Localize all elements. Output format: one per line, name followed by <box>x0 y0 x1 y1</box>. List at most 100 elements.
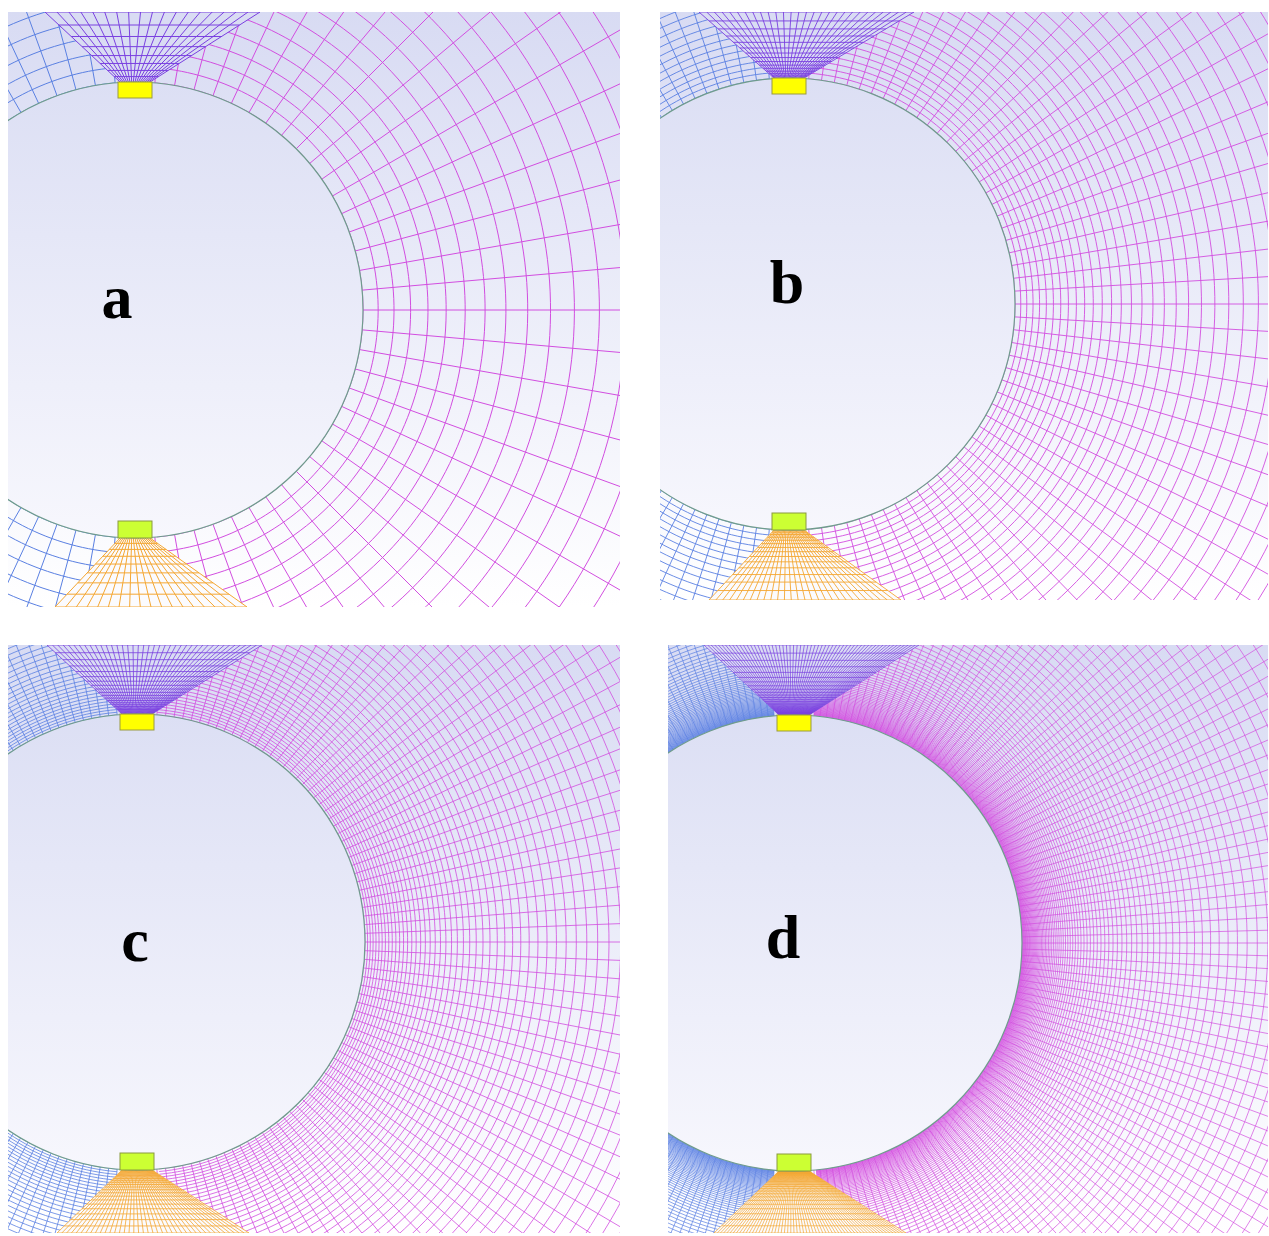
grid-line <box>1001 1038 1268 1233</box>
grid-line <box>1017 992 1268 1112</box>
grid-line <box>758 1191 840 1192</box>
grid-line <box>86 681 204 682</box>
grid-line <box>777 1172 811 1173</box>
grid-line <box>767 1182 828 1183</box>
bottom-block <box>777 1154 811 1171</box>
grid-line <box>761 543 823 544</box>
grid-line <box>739 567 857 568</box>
grid-line <box>744 561 848 562</box>
grid-line <box>121 713 154 714</box>
grid-line <box>956 457 1268 600</box>
bottom-fan-mesh <box>55 538 247 607</box>
grid-line <box>1014 330 1268 394</box>
bottom-block <box>772 513 806 530</box>
grid-line <box>69 645 126 714</box>
grid-line <box>775 1174 815 1175</box>
grid-line <box>760 697 836 698</box>
grid-line <box>349 649 620 857</box>
grid-line <box>361 793 620 899</box>
grid-line <box>768 704 825 705</box>
top-block <box>118 82 152 98</box>
grid-line <box>107 700 173 701</box>
grid-line <box>231 12 468 103</box>
grid-line <box>101 645 130 714</box>
grid-line <box>360 173 620 270</box>
top-block <box>777 715 811 731</box>
grid-line <box>104 1187 178 1188</box>
grid-line <box>213 524 405 607</box>
grid-line <box>150 645 246 714</box>
grid-line <box>766 703 827 704</box>
grid-line <box>972 437 1268 600</box>
grid-line <box>59 25 240 26</box>
grid-line <box>109 1182 171 1183</box>
grid-line <box>91 685 198 686</box>
bottom-fan-mesh <box>57 1170 249 1233</box>
grid-line <box>906 497 1196 600</box>
grid-line <box>759 65 825 66</box>
grid-line <box>352 1019 620 1207</box>
grid-line <box>739 1208 868 1209</box>
grid-line <box>55 607 247 608</box>
grid-line <box>777 713 812 714</box>
bottom-fan-mesh <box>709 530 901 600</box>
grid-line <box>231 517 468 607</box>
grid-line <box>133 645 134 714</box>
grid-line <box>363 310 620 311</box>
grid-line <box>151 1170 244 1233</box>
grid-line <box>349 388 620 580</box>
grid-line <box>120 1171 155 1172</box>
grid-line <box>266 497 587 607</box>
grid-line <box>102 1189 183 1190</box>
grid-line <box>1014 214 1268 278</box>
grid-line <box>748 1200 855 1201</box>
grid-line <box>67 1170 124 1233</box>
grid-line <box>117 645 132 714</box>
grid-line <box>720 660 894 661</box>
grid-line <box>774 710 815 711</box>
grid-line <box>8 1146 36 1233</box>
grid-line <box>362 330 620 379</box>
grid-line <box>308 645 620 791</box>
grid-line <box>224 645 438 731</box>
grid-line <box>114 706 164 707</box>
grid-line <box>128 645 134 714</box>
grid-line <box>740 47 854 48</box>
grid-line <box>1006 368 1268 526</box>
cylinder <box>660 78 1015 530</box>
grid-line <box>77 1213 220 1214</box>
grid-line <box>133 1170 134 1233</box>
grid-line <box>91 1199 198 1200</box>
grid-line <box>727 666 885 667</box>
grid-line <box>859 519 1033 600</box>
cylinder <box>668 715 1022 1171</box>
grid-line <box>765 1184 831 1185</box>
grid-line <box>1015 304 1268 305</box>
grid-line <box>98 1192 187 1193</box>
grid-line <box>152 645 262 714</box>
grid-line <box>809 645 919 715</box>
fan-ground <box>709 530 901 600</box>
grid-line <box>115 543 158 544</box>
grid-line <box>55 652 249 653</box>
grid-line <box>57 1233 249 1234</box>
grid-line <box>726 36 874 37</box>
grid-line <box>718 28 886 29</box>
grid-line <box>1020 974 1268 1049</box>
grid-line <box>993 645 1268 831</box>
grid-line <box>660 515 707 600</box>
grid-line <box>120 711 155 712</box>
grid-line <box>64 1225 238 1226</box>
grid-line <box>776 712 813 713</box>
grid-line <box>769 706 823 707</box>
grid-line <box>70 665 229 666</box>
top-fan-mesh <box>45 12 260 82</box>
top-block <box>772 78 806 94</box>
grid-line <box>739 677 868 678</box>
grid-line <box>147 1170 216 1233</box>
grid-line <box>8 507 21 607</box>
grid-line <box>129 1170 133 1233</box>
grid-line <box>110 1170 130 1233</box>
